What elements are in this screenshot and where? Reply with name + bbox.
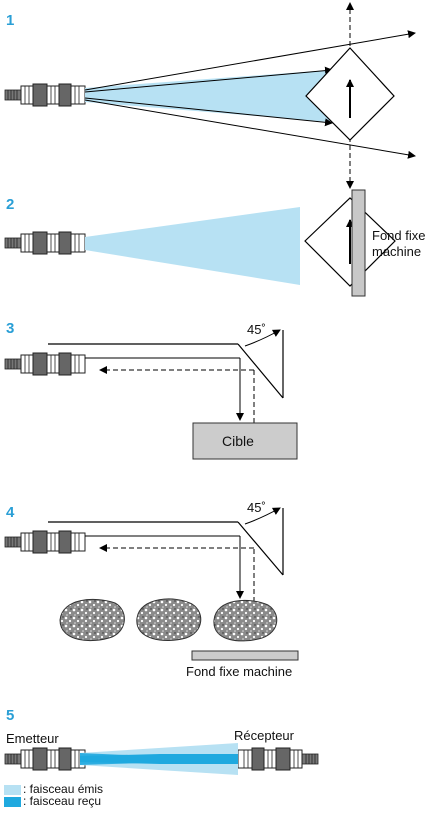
machine-background-4: [191, 650, 299, 661]
sensor-2-icon: [4, 231, 86, 255]
legend-emitted-label: : faisceau émis: [23, 782, 104, 796]
section-number-3: 3: [6, 320, 15, 337]
legend-emitted-swatch: [4, 785, 21, 795]
rough-object-2: [136, 598, 202, 641]
ray-upper-1: [84, 66, 333, 93]
mirror-4: [237, 521, 284, 576]
emitter-label: Emetteur: [6, 731, 59, 746]
receiver-sensor-icon: [237, 747, 319, 771]
background-label-2-line2: machine: [372, 244, 422, 259]
machine-background-2: [351, 189, 366, 297]
angle-label-3: 45˚: [247, 322, 266, 337]
rough-object-3: [213, 599, 278, 642]
receiver-label: Récepteur: [234, 728, 294, 743]
section-number-2: 2: [6, 196, 15, 213]
sensor-1-icon: [4, 83, 86, 107]
sensor-4-icon: [4, 530, 86, 554]
emitter-sensor-icon: [4, 747, 86, 771]
legend-received-swatch: [4, 797, 21, 807]
section-number-5: 5: [6, 707, 15, 724]
mirror-3: [237, 343, 284, 399]
target-box-3: [192, 422, 298, 460]
section-5: [4, 743, 319, 775]
background-label-2-line1: Fond fixe: [372, 228, 426, 243]
beam-emitted-2: [85, 207, 300, 285]
section-4: [4, 507, 299, 661]
section-2: [4, 189, 396, 297]
sensor-3-icon: [4, 352, 86, 376]
ray-lower-1: [84, 97, 333, 127]
background-label-2: Fond fixe machine: [372, 228, 425, 260]
angle-arc-3: [244, 329, 281, 347]
beam-emitted-1: [85, 70, 330, 122]
section-number-4: 4: [6, 504, 15, 521]
angle-label-4: 45˚: [247, 500, 266, 515]
ray-top-1: [84, 30, 416, 91]
beam-received-5: [80, 754, 238, 764]
section-number-1: 1: [6, 12, 15, 29]
section-3: [4, 329, 298, 460]
rough-object-1: [59, 598, 125, 642]
section-1: [4, 2, 416, 189]
legend-received-label: : faisceau reçu: [23, 794, 102, 808]
target-label: Cible: [222, 433, 254, 449]
background-label-4: Fond fixe machine: [186, 664, 293, 679]
ray-bottom-1: [84, 99, 416, 159]
angle-arc-4: [244, 507, 281, 525]
